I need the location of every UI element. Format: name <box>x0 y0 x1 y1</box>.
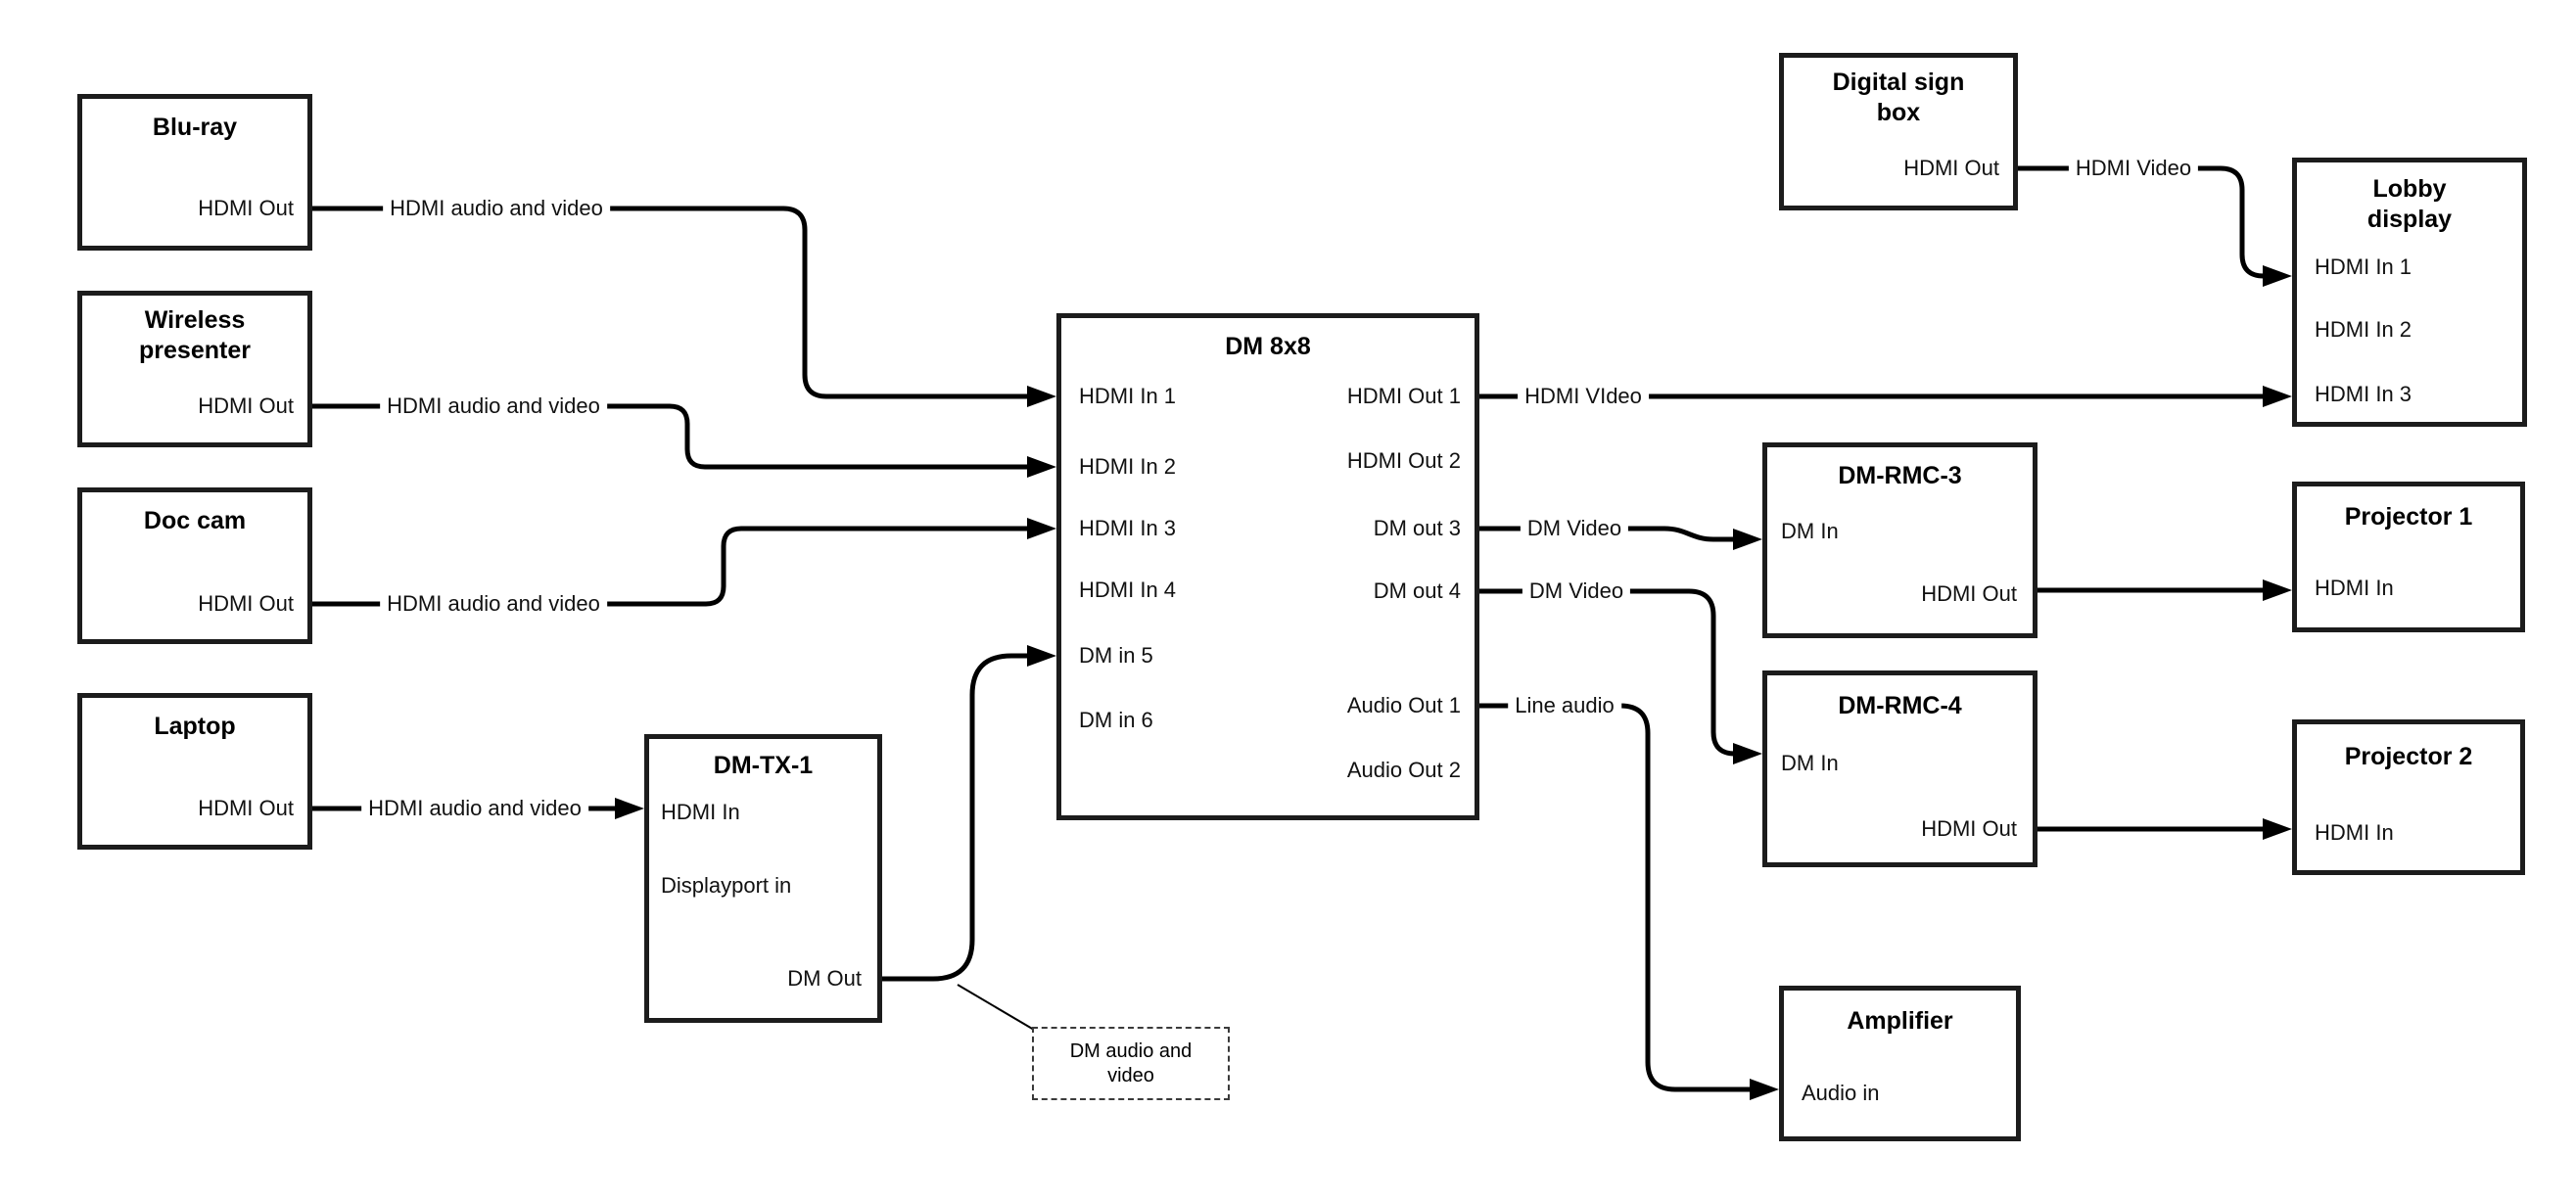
dm-rmc-4-port-hdmi-out: HDMI Out <box>1921 816 2017 841</box>
dm-tx-1-port-displayport-in: Displayport in <box>661 873 792 898</box>
connector-dmtx1-to-dm8x8-in5 <box>882 645 1056 982</box>
label-sign-hdmi-video: HDMI Video <box>2068 155 2199 182</box>
label-doccam-hdmi-audio-video: HDMI audio and video <box>380 590 607 618</box>
amplifier-title: Amplifier <box>1847 1007 1953 1035</box>
dm-8x8-box: DM 8x8 HDMI In 1 HDMI In 2 HDMI In 3 HDM… <box>1056 313 1479 820</box>
dm-8x8-port-audio-out-1: Audio Out 1 <box>1346 693 1461 717</box>
projector-2-box: Projector 2 HDMI In <box>2292 719 2525 875</box>
dm-tx-1-port-hdmi-in: HDMI In <box>661 800 740 824</box>
bluray-box: Blu-ray HDMI Out <box>77 94 312 251</box>
label-wireless-hdmi-audio-video: HDMI audio and video <box>380 393 607 420</box>
dm-audio-video-callout-text: DM audio and video <box>1069 1039 1193 1086</box>
dm-audio-video-callout: DM audio and video <box>1032 1027 1230 1100</box>
dm-tx-1-box: DM-TX-1 HDMI In Displayport in DM Out <box>644 734 882 1023</box>
wireless-presenter-title: Wireless presenter <box>139 306 251 364</box>
bluray-port-hdmi-out: HDMI Out <box>198 196 294 220</box>
laptop-port-hdmi-out: HDMI Out <box>198 796 294 820</box>
dm-tx-1-title: DM-TX-1 <box>713 752 814 779</box>
doc-cam-box: Doc cam HDMI Out <box>77 487 312 644</box>
label-dm-video-out4: DM Video <box>1522 577 1631 605</box>
dm-rmc-3-port-hdmi-out: HDMI Out <box>1921 581 2017 606</box>
connector-bluray-to-dm8x8-in1 <box>312 206 1056 407</box>
doc-cam-port-hdmi-out: HDMI Out <box>198 591 294 616</box>
amplifier-port-audio-in: Audio in <box>1802 1081 1880 1105</box>
dm-rmc-4-box: DM-RMC-4 DM In HDMI Out <box>1762 670 2037 867</box>
digital-sign-box: Digital sign box HDMI Out <box>1779 53 2018 210</box>
connector-audioout1-to-amplifier <box>1478 703 1779 1100</box>
lobby-display-port-hdmi-in-2: HDMI In 2 <box>2315 317 2412 342</box>
label-bluray-hdmi-audio-video: HDMI audio and video <box>383 195 610 222</box>
dm-rmc-4-title: DM-RMC-4 <box>1838 692 1962 719</box>
lobby-display-title: Lobby display <box>2366 175 2453 233</box>
laptop-box: Laptop HDMI Out <box>77 693 312 850</box>
dm-8x8-port-dm-in-5: DM in 5 <box>1079 643 1153 668</box>
projector-1-title: Projector 1 <box>2344 503 2473 531</box>
dm-8x8-port-hdmi-in-4: HDMI In 4 <box>1079 577 1177 602</box>
dm-8x8-port-hdmi-out-1: HDMI Out 1 <box>1346 384 1461 408</box>
label-line-audio: Line audio <box>1508 692 1621 719</box>
projector-1-port-hdmi-in: HDMI In <box>2315 576 2394 600</box>
wireless-presenter-box: Wireless presenter HDMI Out <box>77 291 312 447</box>
laptop-title: Laptop <box>154 713 236 740</box>
dm-8x8-port-audio-out-2: Audio Out 2 <box>1346 758 1461 782</box>
dm-rmc-3-port-dm-in: DM In <box>1781 519 1839 543</box>
dm-rmc-3-title: DM-RMC-3 <box>1838 462 1962 489</box>
lobby-display-box: Lobby display HDMI In 1 HDMI In 2 HDMI I… <box>2292 158 2527 427</box>
doc-cam-title: Doc cam <box>143 507 247 534</box>
lobby-display-port-hdmi-in-3: HDMI In 3 <box>2315 382 2412 406</box>
projector-2-port-hdmi-in: HDMI In <box>2315 820 2394 845</box>
digital-sign-box-title: Digital sign box <box>1832 69 1965 126</box>
dm-tx-1-port-dm-out: DM Out <box>787 966 862 991</box>
connector-doccam-to-dm8x8-in3 <box>312 518 1056 607</box>
lobby-display-port-hdmi-in-1: HDMI In 1 <box>2315 254 2412 279</box>
label-dm-video-out3: DM Video <box>1520 515 1629 542</box>
dm-8x8-port-hdmi-in-2: HDMI In 2 <box>1079 454 1177 479</box>
dm-rmc-3-box: DM-RMC-3 DM In HDMI Out <box>1762 442 2037 638</box>
connector-sign-to-lobby-in1 <box>2018 165 2292 287</box>
connector-dmout3-to-dmrmc3 <box>1478 526 1762 550</box>
wireless-presenter-port-hdmi-out: HDMI Out <box>198 393 294 418</box>
callout-leader-line <box>957 984 1035 1031</box>
dm-8x8-port-hdmi-in-1: HDMI In 1 <box>1079 384 1177 408</box>
projector-2-title: Projector 2 <box>2344 743 2473 770</box>
projector-1-box: Projector 1 HDMI In <box>2292 482 2525 632</box>
dm-8x8-port-dm-out-3: DM out 3 <box>1373 516 1461 540</box>
bluray-title: Blu-ray <box>152 114 238 141</box>
label-hdmi-video-out1: HDMI VIdeo <box>1518 383 1649 410</box>
connector-dmout4-to-dmrmc4 <box>1478 588 1762 764</box>
amplifier-box: Amplifier Audio in <box>1779 986 2021 1141</box>
dm-8x8-port-dm-out-4: DM out 4 <box>1373 578 1461 603</box>
dm-8x8-port-hdmi-out-2: HDMI Out 2 <box>1346 448 1461 473</box>
dm-8x8-port-dm-in-6: DM in 6 <box>1079 708 1153 732</box>
label-laptop-hdmi-audio-video: HDMI audio and video <box>361 795 588 822</box>
dm-8x8-title: DM 8x8 <box>1225 333 1311 360</box>
dm-8x8-port-hdmi-in-3: HDMI In 3 <box>1079 516 1177 540</box>
dm-rmc-4-port-dm-in: DM In <box>1781 751 1839 775</box>
connector-wireless-to-dm8x8-in2 <box>312 403 1056 478</box>
digital-sign-box-port-hdmi-out: HDMI Out <box>1903 156 1999 180</box>
